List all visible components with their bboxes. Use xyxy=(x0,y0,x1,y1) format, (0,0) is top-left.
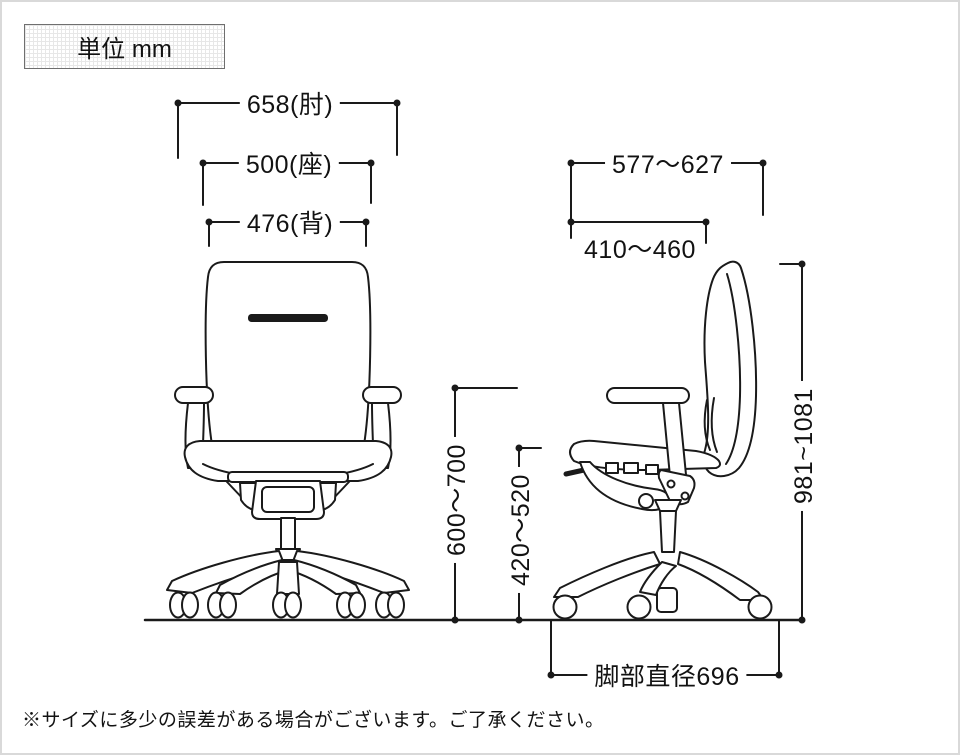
dim-label-total-depth: 577〜627 xyxy=(605,152,731,178)
unit-box: 単位 mm xyxy=(24,24,225,69)
dim-label-back-width: 476(背) xyxy=(239,211,341,237)
side-casters xyxy=(552,594,773,620)
size-tolerance-note: ※サイズに多少の誤差がある場合がございます。ご了承ください。 xyxy=(22,710,605,731)
dim-label-total-height: 981~1081 xyxy=(790,381,818,511)
backrest-handle-bar xyxy=(248,314,328,322)
dim-label-armrest-height: 600〜700 xyxy=(443,437,471,563)
unit-label: 単位 mm xyxy=(77,36,172,63)
dim-label-armrest-width: 658(肘) xyxy=(239,92,341,118)
front-view-chair xyxy=(166,261,410,619)
dim-label-seat-height: 420〜520 xyxy=(507,467,535,593)
dim-label-base-diameter: 脚部直径696 xyxy=(587,664,747,690)
dim-label-seat-depth: 410〜460 xyxy=(577,237,703,263)
front-casters xyxy=(169,591,405,619)
side-view-chair xyxy=(552,260,773,620)
dimension-end-dots xyxy=(174,99,806,679)
dim-label-seat-width: 500(座) xyxy=(238,152,340,178)
